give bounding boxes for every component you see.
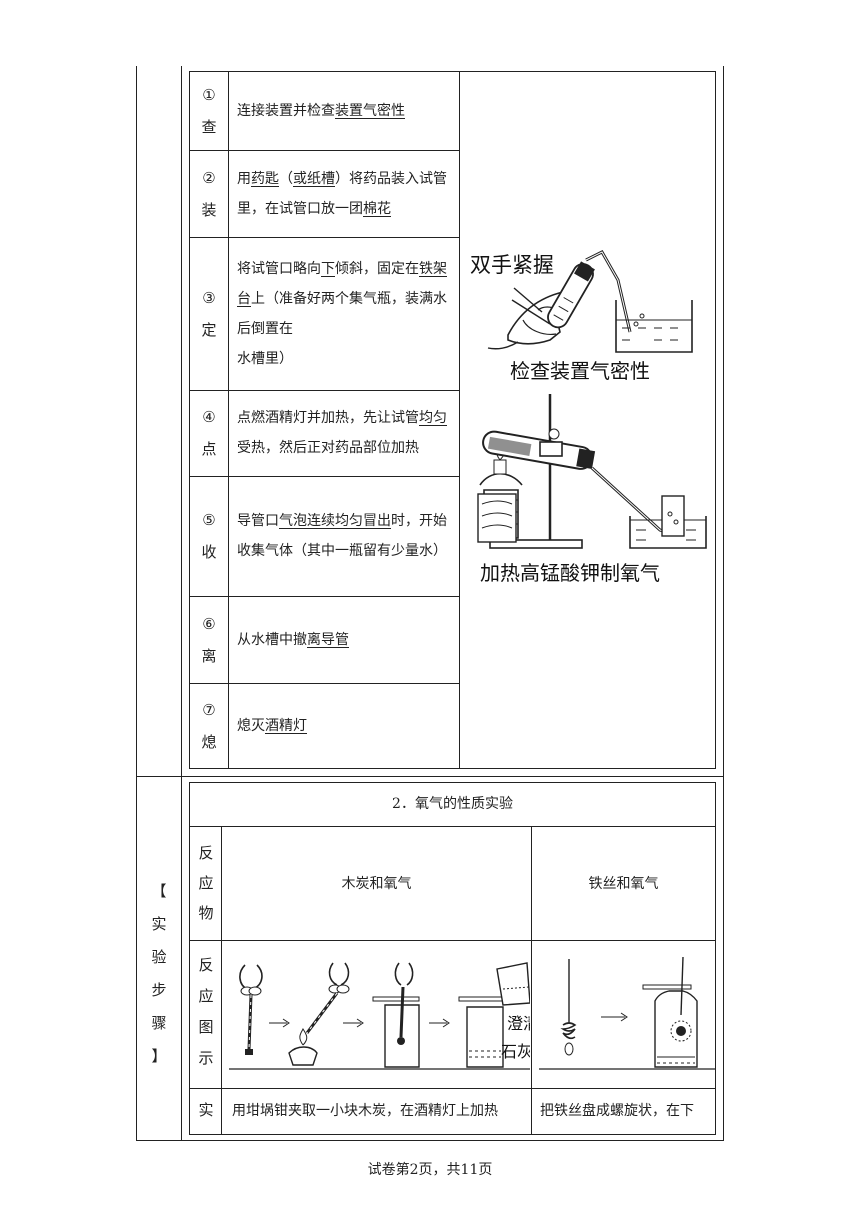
charcoal-procedure-text: 用坩埚钳夹取一小块木炭，在酒精灯上加热 (232, 1103, 498, 1119)
step-description: 熄灭酒精灯 (237, 717, 307, 734)
step-marker: ⑦ 熄 (201, 700, 217, 751)
outer-left-border (136, 66, 137, 1140)
step-marker: ③ 定 (201, 288, 217, 339)
step-description: 从水槽中撤离导管 (237, 631, 349, 648)
heating-potassium-permanganate-figure: 加热高锰酸钾制氧气 (477, 394, 707, 585)
step-marker: ① 查 (201, 85, 217, 136)
heating-caption: 加热高锰酸钾制氧气 (480, 561, 660, 585)
outer-right-border (723, 66, 724, 1140)
step-description: 点燃酒精灯并加热，先让试管均匀受热，然后正对药品部位加热 (237, 410, 447, 456)
outer-bottom-border (136, 1140, 724, 1141)
iron-oxygen-figure (539, 956, 715, 1070)
column-header-iron: 铁丝和氧气 (588, 876, 659, 892)
left-section-label: 【 实 验 步 骤 】 (151, 882, 167, 1065)
row-label-reactant: 反 应 物 (198, 844, 214, 922)
step-description: 导管口气泡连续均匀冒出时，开始收集气体（其中一瓶留有少量水） (237, 513, 447, 559)
section-divider (136, 776, 724, 777)
section2-title: 2．氧气的性质实验 (392, 796, 513, 812)
limewater-label-1: 澄清 (507, 1014, 530, 1033)
page-footer: 试卷第2页，共11页 (367, 1162, 493, 1178)
iron-procedure-text: 把铁丝盘成螺旋状，在下 (540, 1103, 694, 1119)
step-marker: ⑥ 离 (201, 614, 217, 665)
airtightness-check-figure: 双手紧握 检查装置气密性 (470, 250, 693, 383)
step-marker: ② 装 (201, 168, 217, 219)
step-marker: ④ 点 (201, 408, 217, 458)
row-label-figure: 反 应 图 示 (198, 956, 214, 1067)
label-column-divider (181, 66, 182, 1140)
column-header-charcoal: 木炭和氧气 (341, 876, 412, 892)
row-label-shi: 实 (198, 1101, 214, 1119)
hand-label: 双手紧握 (470, 253, 554, 277)
airtight-caption: 检查装置气密性 (510, 359, 650, 383)
limewater-label-2: 石灰 (501, 1042, 530, 1061)
step-description: 将试管口略向下倾斜，固定在铁架台上（准备好两个集气瓶，装满水后倒置在 水槽里） (237, 260, 447, 367)
step-description: 用药匙（或纸槽）将药品装入试管里，在试管口放一团棉花 (237, 170, 447, 217)
step-description: 连接装置并检查装置气密性 (237, 102, 405, 119)
step-marker: ⑤ 收 (201, 511, 217, 561)
charcoal-oxygen-figure: 澄清 石灰 (229, 962, 530, 1070)
